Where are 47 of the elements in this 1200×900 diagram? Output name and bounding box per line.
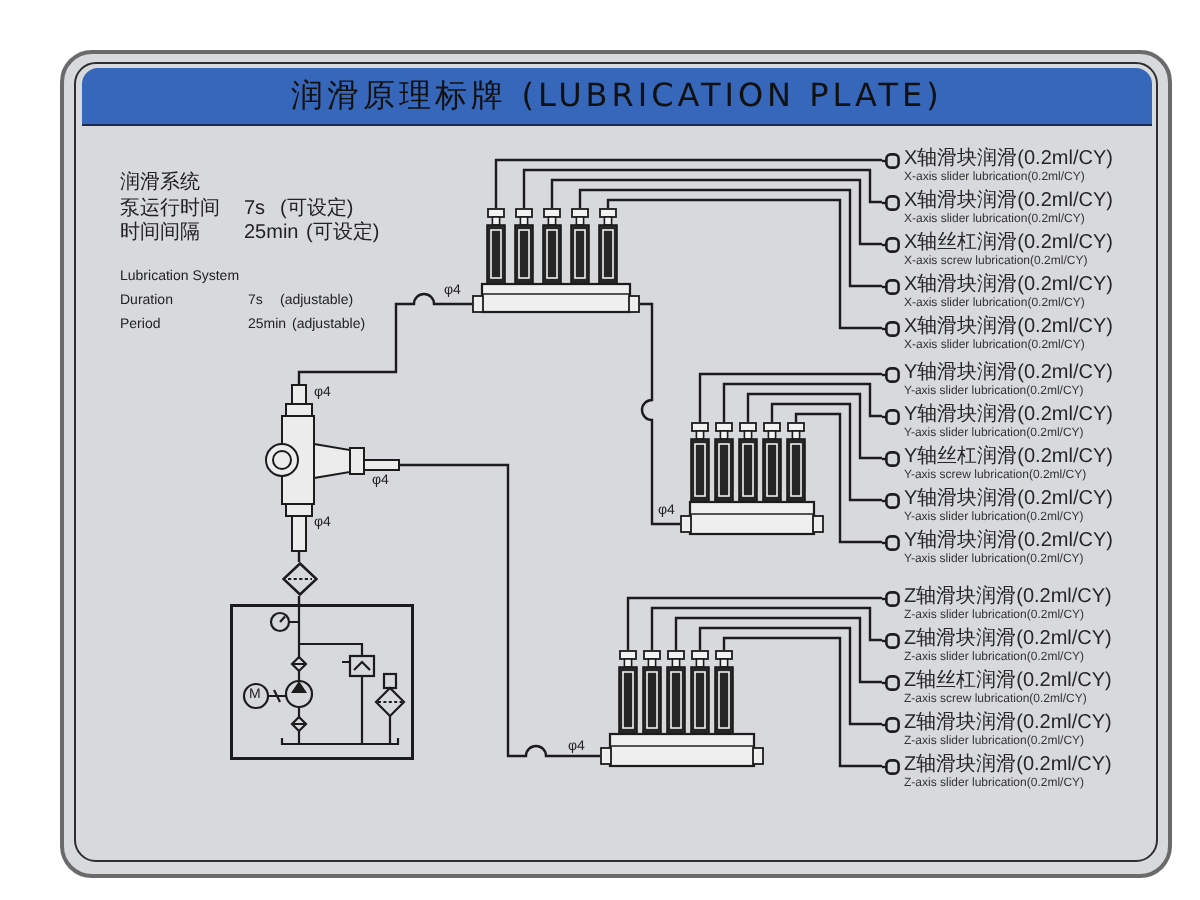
lube-point-label: X轴滑块润滑(0.2ml/CY) bbox=[904, 274, 1113, 297]
parameter-name: 泵运行时间 bbox=[120, 198, 220, 221]
pipe-line bbox=[550, 178, 882, 246]
pipe-line bbox=[674, 616, 882, 684]
system-heading: 润滑系统 bbox=[120, 172, 200, 196]
pipe-line bbox=[606, 198, 882, 330]
pipe-line bbox=[578, 188, 882, 288]
pipe-line bbox=[770, 402, 882, 502]
lube-point-label: X轴滑块润滑(0.2ml/CY) bbox=[904, 316, 1113, 339]
parameter-value: 7s bbox=[244, 198, 266, 222]
pipe-line bbox=[297, 292, 472, 384]
pipe-line bbox=[722, 382, 882, 422]
lube-point-label: X轴滑块润滑(0.2ml/CY) bbox=[904, 148, 1113, 171]
lube-point-label: X轴丝杠润滑(0.2ml/CY) bbox=[904, 232, 1113, 255]
pipe-line bbox=[650, 606, 882, 650]
tee-fitting bbox=[260, 384, 400, 552]
pipe-line bbox=[746, 392, 882, 460]
distributor-block bbox=[680, 422, 824, 536]
lube-point-label: Z轴丝杠润滑(0.2ml/CY) bbox=[904, 670, 1112, 693]
lube-point-label: Y轴滑块润滑(0.2ml/CY) bbox=[904, 362, 1113, 385]
pipe-line bbox=[794, 412, 882, 544]
parameter-name: 时间间隔 bbox=[120, 222, 200, 246]
pump-unit bbox=[230, 604, 414, 760]
lube-point-label: Y轴滑块润滑(0.2ml/CY) bbox=[904, 530, 1113, 553]
lube-point-label: Z轴滑块润滑(0.2ml/CY) bbox=[904, 628, 1112, 651]
pipe-line bbox=[400, 463, 600, 758]
plate-title: 润滑原理标牌 (LUBRICATION PLATE) bbox=[291, 76, 943, 116]
parameter-note: (可设定) bbox=[306, 222, 380, 246]
lube-point-label: Y轴滑块润滑(0.2ml/CY) bbox=[904, 404, 1113, 427]
distributor-block bbox=[472, 208, 640, 314]
parameter-value: 25min bbox=[244, 222, 299, 246]
pipe-line bbox=[722, 636, 882, 768]
lube-point-label: Y轴滑块润滑(0.2ml/CY) bbox=[904, 488, 1113, 511]
pipe-line bbox=[522, 168, 882, 208]
pipe-line bbox=[698, 626, 882, 726]
lube-point-label: Z轴滑块润滑(0.2ml/CY) bbox=[904, 586, 1112, 609]
lube-point-label: Y轴丝杠润滑(0.2ml/CY) bbox=[904, 446, 1113, 469]
pipe-line bbox=[626, 596, 882, 650]
parameter-note: (可设定) bbox=[280, 198, 354, 221]
lube-point-label: Z轴滑块润滑(0.2ml/CY) bbox=[904, 712, 1112, 735]
lube-point-label: Z轴滑块润滑(0.2ml/CY) bbox=[904, 754, 1112, 777]
lube-point-label: X轴滑块润滑(0.2ml/CY) bbox=[904, 190, 1113, 213]
pipe-line bbox=[297, 596, 301, 604]
filter-symbol bbox=[281, 562, 317, 596]
distributor-block bbox=[600, 650, 764, 768]
pipe-line bbox=[698, 372, 882, 422]
pipe-line bbox=[494, 158, 882, 208]
